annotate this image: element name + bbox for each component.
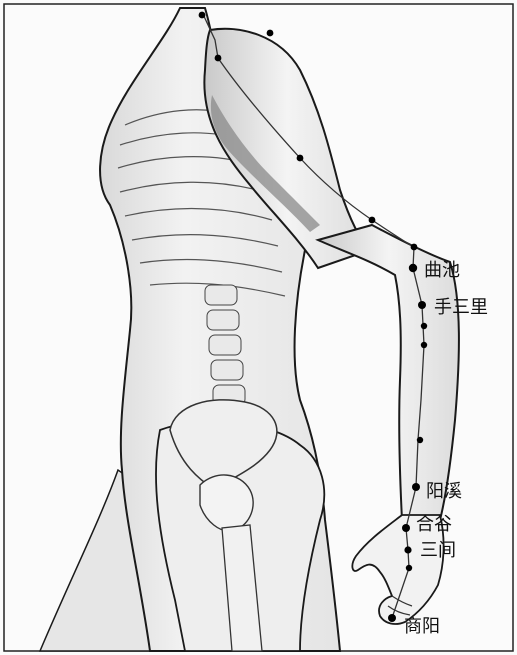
point-marker [215, 55, 222, 62]
hegu-marker [402, 524, 410, 532]
quchi-marker [409, 264, 417, 272]
shangyang-marker [388, 614, 396, 622]
point-marker [417, 437, 423, 443]
shousanli-label: 手三里 [434, 297, 488, 318]
point-marker [421, 342, 427, 348]
point-marker [421, 323, 427, 329]
hegu-label: 合谷 [416, 514, 452, 535]
point-marker [267, 30, 274, 37]
acupoint-shangyang: 商阳 [388, 614, 440, 637]
sanjian-label: 三间 [420, 540, 456, 561]
point-marker [199, 12, 206, 19]
yangxi-marker [412, 483, 420, 491]
yangxi-label: 阳溪 [426, 481, 462, 502]
point-marker [411, 244, 418, 251]
point-marker [297, 155, 304, 162]
sanjian-marker-lower [406, 565, 412, 571]
shangyang-label: 商阳 [404, 616, 440, 637]
shousanli-marker [418, 301, 426, 309]
sanjian-marker [404, 546, 411, 553]
quchi-label: 曲池 [424, 260, 460, 281]
point-marker [369, 217, 376, 224]
